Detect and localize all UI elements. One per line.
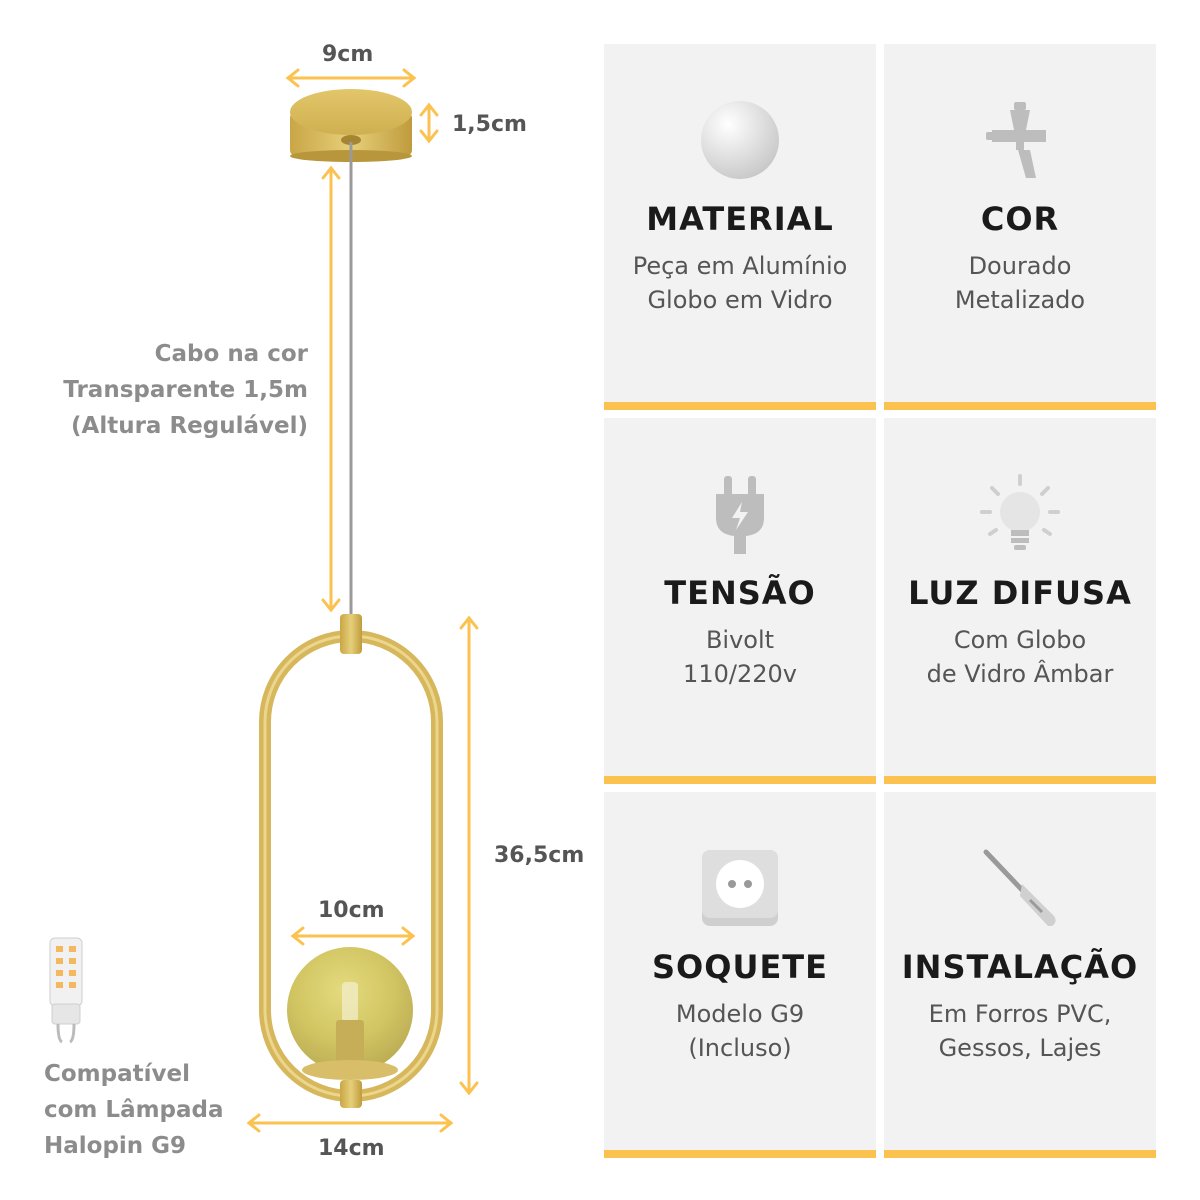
feature-title: TENSÃO xyxy=(664,574,816,612)
canopy-height-label: 1,5cm xyxy=(452,112,527,137)
total-height-label: 36,5cm xyxy=(494,843,585,868)
feature-title: INSTALAÇÃO xyxy=(901,948,1139,986)
amber-glass-globe xyxy=(287,947,413,1080)
globe-width-label: 10cm xyxy=(318,898,385,923)
feature-line: Peça em Alumínio xyxy=(632,252,848,280)
feature-card-soquete: SOQUETE Modelo G9 (Incluso) xyxy=(604,792,876,1158)
cable-note: Cabo na cor Transparente 1,5m (Altura Re… xyxy=(63,341,308,439)
feature-line: Em Forros PVC, xyxy=(928,1000,1112,1028)
feature-line: 110/220v xyxy=(683,660,797,688)
feature-line: Bivolt xyxy=(705,626,775,654)
feature-card-tensao: TENSÃO Bivolt 110/220v xyxy=(604,418,876,784)
feature-title: MATERIAL xyxy=(646,200,834,238)
socket-icon xyxy=(702,850,778,926)
feature-line: Metalizado xyxy=(954,286,1086,314)
plug-icon xyxy=(716,476,764,554)
feature-line: de Vidro Âmbar xyxy=(926,660,1114,688)
feature-line: Modelo G9 xyxy=(675,1000,805,1028)
screwdriver-icon xyxy=(983,849,1056,926)
feature-card-luz-difusa: LUZ DIFUSA Com Globo de Vidro Âmbar xyxy=(884,418,1156,784)
feature-title: SOQUETE xyxy=(652,948,828,986)
feature-line: Globo em Vidro xyxy=(647,286,833,314)
dimension-lines xyxy=(246,68,479,1133)
canopy xyxy=(290,89,412,162)
feature-title: LUZ DIFUSA xyxy=(908,574,1132,612)
feature-title: COR xyxy=(980,200,1060,238)
feature-card-instalacao: INSTALAÇÃO Em Forros PVC, Gessos, Lajes xyxy=(884,792,1156,1158)
feature-line: Com Globo xyxy=(953,626,1087,654)
oval-frame xyxy=(259,614,443,1108)
feature-line: Dourado xyxy=(968,252,1072,280)
bulb-compatibility-note: Compatível com Lâmpada Halopin G9 xyxy=(44,1061,224,1159)
feature-line: (Incluso) xyxy=(688,1034,792,1062)
g9-bulb-illustration xyxy=(49,937,83,1044)
spray-gun-icon xyxy=(986,102,1046,178)
feature-card-cor: COR Dourado Metalizado xyxy=(884,44,1156,410)
sphere-icon xyxy=(701,101,779,179)
feature-card-material: MATERIAL Peça em Alumínio Globo em Vidro xyxy=(604,44,876,410)
light-bulb-icon xyxy=(980,474,1060,550)
pendant-lamp-illustration xyxy=(49,68,479,1133)
frame-width-label: 14cm xyxy=(318,1136,385,1161)
canopy-width-label: 9cm xyxy=(322,42,374,67)
feature-line: Gessos, Lajes xyxy=(938,1034,1102,1062)
